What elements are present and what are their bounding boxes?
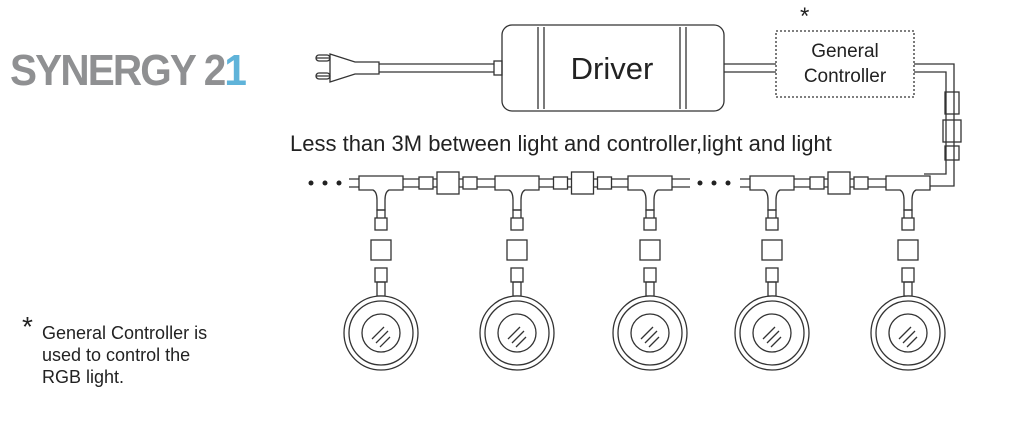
controller-output-cable bbox=[914, 63, 955, 187]
cable-coupler bbox=[570, 171, 595, 195]
light-outer-ring bbox=[343, 295, 419, 371]
light-node bbox=[734, 175, 810, 371]
cable-plug bbox=[596, 176, 613, 190]
footnote-line: RGB light. bbox=[42, 367, 125, 387]
drop-cable bbox=[767, 281, 777, 297]
drop-coupler bbox=[370, 239, 392, 261]
driver-box: Driver bbox=[501, 24, 725, 112]
drop-coupler bbox=[761, 239, 783, 261]
t-junction bbox=[494, 175, 540, 211]
distance-note: Less than 3M between light and controlle… bbox=[290, 131, 832, 156]
controller-asterisk: * bbox=[800, 3, 809, 30]
cable-plug bbox=[418, 176, 434, 190]
light-inner-ring bbox=[739, 300, 805, 366]
footnote: * General Controller is used to control … bbox=[22, 313, 208, 388]
light-outer-ring bbox=[870, 295, 946, 371]
ellipsis-left-icon bbox=[308, 180, 342, 186]
controller-label-line2: Controller bbox=[804, 66, 887, 87]
drop-plug bbox=[374, 267, 388, 283]
power-plug-icon bbox=[315, 53, 380, 83]
light-node bbox=[870, 175, 946, 371]
ellipsis-middle-icon bbox=[697, 180, 731, 186]
light-outer-ring bbox=[612, 295, 688, 371]
drop-coupler bbox=[639, 239, 661, 261]
controller-label-line1: General bbox=[811, 41, 879, 62]
cable-plug bbox=[853, 176, 869, 190]
driver-label: Driver bbox=[571, 51, 654, 86]
lens-glare-icon bbox=[898, 326, 918, 348]
light-inner-ring bbox=[617, 300, 683, 366]
drop-coupler bbox=[897, 239, 919, 261]
driver-output-cable bbox=[724, 63, 776, 73]
light-outer-ring bbox=[479, 295, 555, 371]
drop-plug bbox=[643, 217, 657, 231]
t-junction bbox=[358, 175, 404, 211]
drop-cable bbox=[376, 281, 386, 297]
vertical-connector bbox=[942, 91, 962, 161]
drop-cable bbox=[645, 281, 655, 297]
cable-strain-relief bbox=[493, 60, 503, 76]
cable-plug bbox=[462, 176, 478, 190]
cable-plug bbox=[809, 176, 825, 190]
lens-glare-icon bbox=[640, 326, 660, 348]
light-inner-ring bbox=[484, 300, 550, 366]
light-node bbox=[612, 175, 688, 371]
drop-plug bbox=[765, 267, 779, 283]
lens-glare-icon bbox=[507, 326, 527, 348]
drop-plug bbox=[643, 267, 657, 283]
footnote-asterisk: * bbox=[22, 311, 33, 342]
cable-plug bbox=[552, 176, 569, 190]
drop-plug bbox=[510, 267, 524, 283]
light-lens bbox=[361, 313, 401, 353]
drop-plug bbox=[901, 267, 915, 283]
t-junction bbox=[627, 175, 673, 211]
synergy21-logo: SYNERGY 21 bbox=[10, 46, 247, 96]
drop-coupler bbox=[506, 239, 528, 261]
drop-plug bbox=[510, 217, 524, 231]
t-junction bbox=[885, 175, 931, 211]
cable-coupler bbox=[827, 171, 851, 195]
drop-cable bbox=[903, 281, 913, 297]
footnote-line: General Controller is bbox=[42, 323, 208, 343]
power-cable bbox=[379, 63, 494, 73]
logo-text: SYNERGY 2 bbox=[10, 46, 226, 95]
general-controller-box: * General Controller bbox=[775, 3, 915, 98]
drop-plug bbox=[901, 217, 915, 231]
light-node bbox=[343, 175, 419, 371]
light-inner-ring bbox=[875, 300, 941, 366]
light-lens bbox=[752, 313, 792, 353]
t-junction bbox=[749, 175, 795, 211]
lens-glare-icon bbox=[762, 326, 782, 348]
light-lens bbox=[630, 313, 670, 353]
light-outer-ring bbox=[734, 295, 810, 371]
lens-glare-icon bbox=[371, 326, 391, 348]
light-inner-ring bbox=[348, 300, 414, 366]
footnote-line: used to control the bbox=[42, 345, 191, 365]
light-lens bbox=[497, 313, 537, 353]
light-node bbox=[479, 175, 555, 371]
logo-accent: 1 bbox=[224, 46, 247, 95]
light-lens bbox=[888, 313, 928, 353]
cable-coupler bbox=[436, 171, 460, 195]
drop-cable bbox=[512, 281, 522, 297]
drop-plug bbox=[374, 217, 388, 231]
drop-plug bbox=[765, 217, 779, 231]
